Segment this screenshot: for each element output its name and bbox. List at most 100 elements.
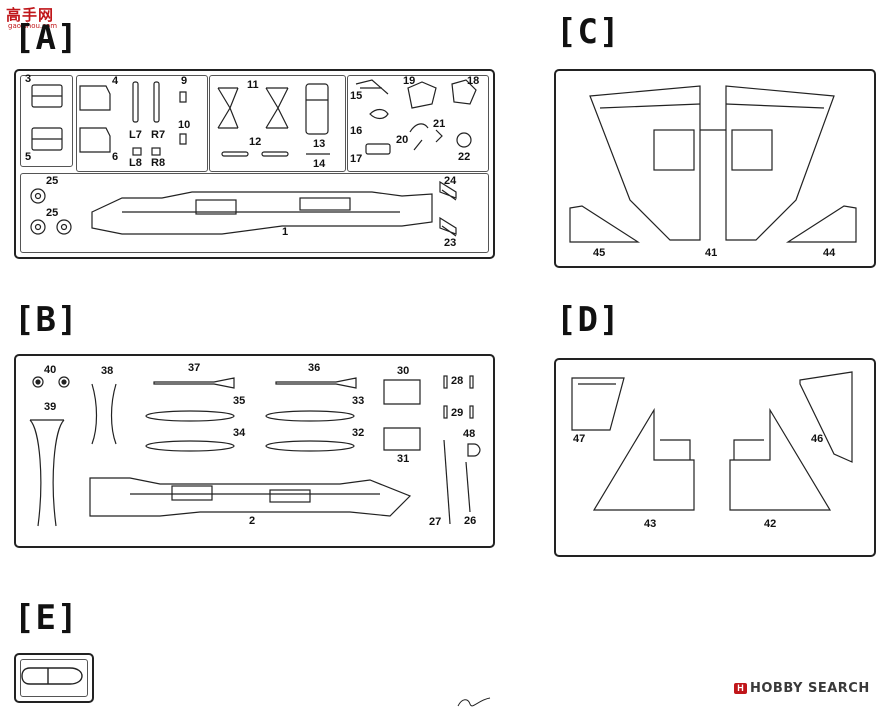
part-r7-shape: [153, 81, 160, 123]
part-number: 13: [313, 138, 326, 150]
part-28-shape: [443, 375, 448, 389]
sprue-frame-e: [14, 653, 94, 703]
part-r8-shape: [151, 147, 161, 156]
sprue-cell-a5: [20, 173, 489, 253]
part-number: 2: [249, 515, 256, 527]
part-18-shape: [451, 79, 477, 105]
sheet-label-b: [B]: [14, 300, 79, 340]
part-29-shape: [443, 405, 448, 419]
part-number: 47: [573, 433, 586, 445]
part-number: 48: [463, 428, 476, 440]
sheet-label-c: [C]: [556, 12, 621, 52]
part-23-shape: [439, 216, 457, 237]
part-34-shape: [145, 440, 235, 452]
part-10-shape: [179, 133, 187, 145]
part-number: 29: [451, 407, 464, 419]
part-number: 4: [112, 75, 119, 87]
hobby-search-logo-icon: H: [734, 683, 747, 694]
part-number: 28: [451, 375, 464, 387]
part-2-shape: [89, 477, 412, 517]
part-number: 6: [112, 151, 119, 163]
sprue-cell-e1: [20, 659, 88, 697]
sprue-cell-a2: [76, 75, 208, 172]
sprue-frame-d: [554, 358, 876, 557]
part-43-shape: [592, 407, 695, 511]
part-26-shape: [465, 461, 471, 513]
part-number: 38: [101, 365, 114, 377]
part-47-shape: [571, 377, 625, 431]
part-41-left-shape: [589, 85, 701, 241]
part-41-right-shape: [725, 85, 835, 241]
part-number: 41: [705, 247, 718, 259]
part-number: 20: [396, 134, 409, 146]
sprue-cell-a3: [209, 75, 346, 172]
sprue-cell-a4: [347, 75, 489, 172]
part-number: 45: [593, 247, 606, 259]
part-canopy-shape: [21, 667, 83, 685]
site-logo-url: gao.shou.com: [8, 22, 58, 30]
part-number: 37: [188, 362, 201, 374]
part-number: 23: [444, 237, 457, 249]
part-13-shape: [305, 83, 329, 135]
part-22-shape: [456, 132, 472, 148]
part-number: 17: [350, 153, 363, 165]
part-l8-shape: [132, 147, 142, 156]
part-number: 31: [397, 453, 410, 465]
part-11b-shape: [265, 87, 289, 129]
sheet-label-a: [A]: [14, 18, 79, 58]
part-number: 24: [444, 175, 457, 187]
part-number: 22: [458, 151, 471, 163]
part-48-shape: [467, 443, 481, 457]
part-32-shape: [265, 440, 355, 452]
sheet-label-d: [D]: [556, 300, 621, 340]
sprue-frame-a: [14, 69, 495, 259]
part-number: 15: [350, 90, 363, 102]
part-number: 36: [308, 362, 321, 374]
part-number: 5: [25, 151, 32, 163]
part-12a-shape: [221, 151, 249, 157]
part-6-shape: [79, 127, 111, 153]
part-number: R8: [151, 157, 166, 169]
part-35-shape: [145, 410, 235, 422]
sheet-label-e: [E]: [14, 598, 79, 638]
part-45-shape: [569, 205, 641, 243]
part-38-shape: [91, 383, 117, 445]
part-25-shape: [30, 188, 46, 204]
part-46-shape: [799, 371, 853, 463]
part-36-shape: [275, 377, 357, 389]
part-number: 30: [397, 365, 410, 377]
part-number: R7: [151, 129, 166, 141]
part-number: 33: [352, 395, 365, 407]
part-number: 27: [429, 516, 442, 528]
part-number: 35: [233, 395, 246, 407]
hobby-search-watermark: HOBBY SEARCH: [750, 681, 870, 696]
part-number: 12: [249, 136, 262, 148]
part-number: 44: [823, 247, 836, 259]
part-number: 40: [44, 364, 57, 376]
part-number: 34: [233, 427, 246, 439]
part-12b-shape: [261, 151, 289, 157]
part-24-shape: [439, 180, 457, 201]
part-number: 11: [247, 79, 259, 91]
part-number: 43: [644, 518, 657, 530]
part-number: L7: [129, 129, 142, 141]
part-number: 14: [313, 158, 326, 170]
part-number: 46: [811, 433, 824, 445]
site-logo: 高手网: [6, 6, 55, 24]
part-number: 10: [178, 119, 191, 131]
part-number: 25: [46, 175, 59, 187]
part-9-shape: [179, 91, 187, 103]
part-number: 3: [25, 73, 32, 85]
part-number: 19: [403, 75, 416, 87]
part-11-shape: [217, 87, 239, 129]
part-number: 9: [181, 75, 188, 87]
part-number: 32: [352, 427, 365, 439]
part-37-shape: [153, 377, 235, 389]
part-number: 16: [350, 125, 363, 137]
part-20-shape: [409, 123, 429, 151]
